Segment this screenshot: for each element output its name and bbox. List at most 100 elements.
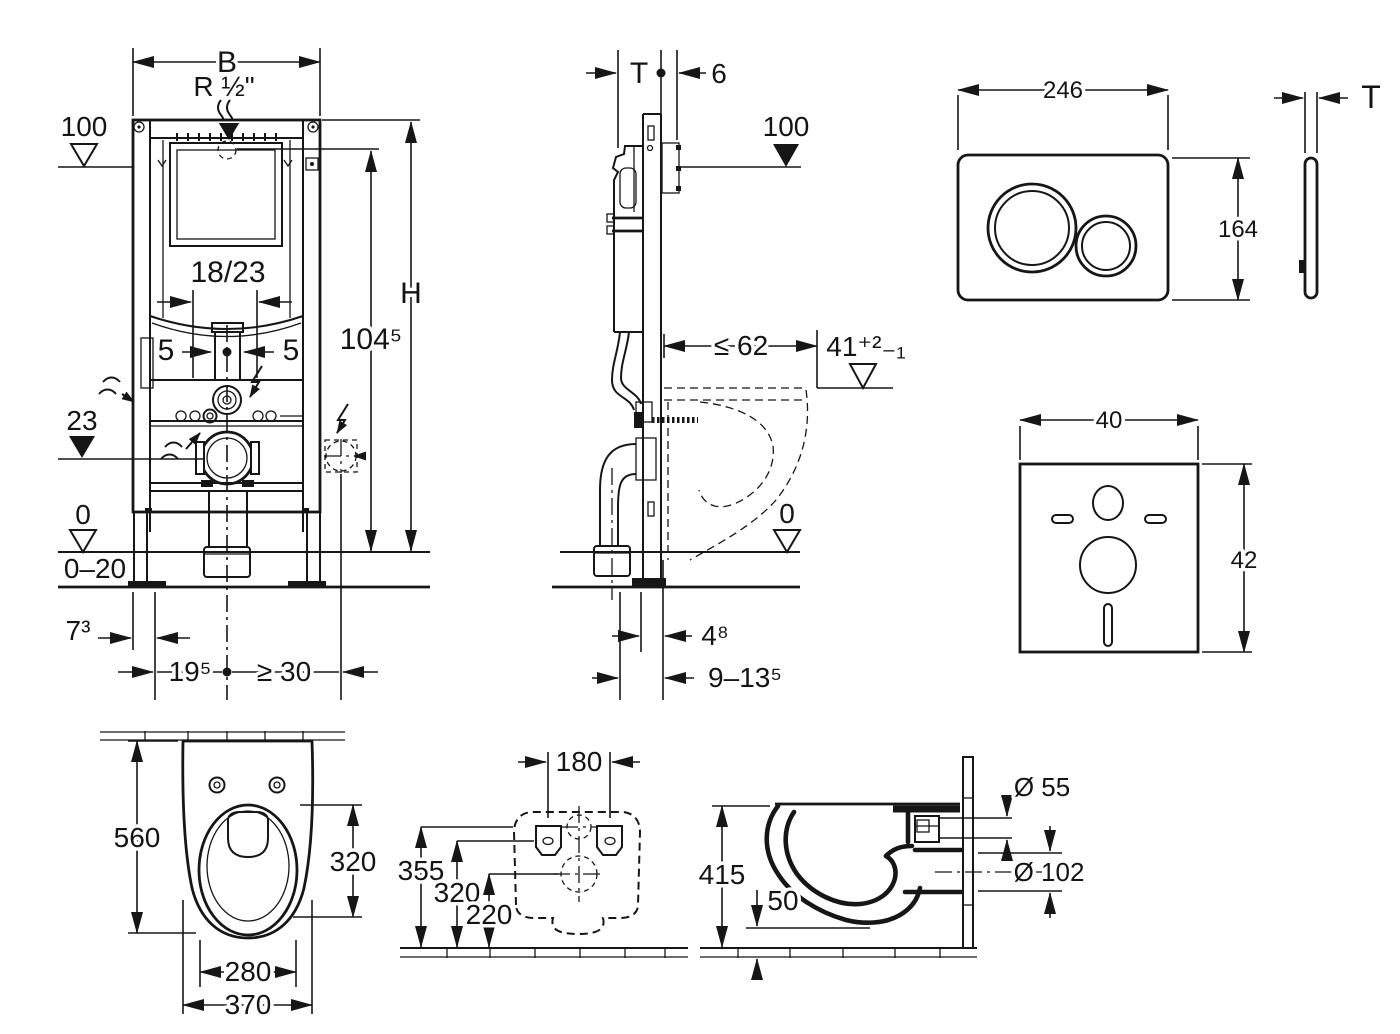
center-dot: [222, 347, 232, 357]
level-100-side: 100: [681, 108, 813, 168]
wall-template-view: 180 355 320 220: [394, 743, 688, 958]
wc-side-view: Ø 55 Ø 102 415 50: [695, 756, 1088, 980]
cistern-profile: [606, 145, 643, 333]
pad-slot-left: [1051, 514, 1074, 524]
dim-bowl-depth-top: 320: [293, 804, 380, 918]
pad-slot-bottom: [1103, 603, 1113, 647]
height-220-label: 220: [466, 899, 513, 930]
pad-hole-center: [1079, 536, 1137, 594]
frame-feet: [128, 508, 326, 587]
gap-48-label: 4⁸: [701, 620, 728, 651]
hole-spacing-label: 180: [556, 746, 603, 777]
gap-73-label: 7³: [66, 615, 91, 646]
dim-outlet-diameter: Ø 102: [935, 826, 1088, 918]
bowl-outer: [197, 803, 299, 937]
dim-wall-offsets: 4⁸ 9–13⁵: [592, 560, 785, 700]
wc-pan-cross-section: [764, 802, 964, 926]
seat-fixing-hole-left: [208, 776, 226, 794]
gap-6-label: 6: [711, 58, 727, 89]
dim-hole-spacing: 180: [518, 743, 640, 818]
height-320-label: 320: [434, 877, 481, 908]
clearance-50-label: 50: [767, 885, 798, 916]
dim-bowl-width: 280: [199, 940, 297, 991]
offset-5-right-label: 5: [283, 334, 300, 367]
seat-41-label: 41⁺²₋₁: [826, 331, 905, 362]
supply-thread-label: R ½": [193, 71, 254, 102]
offset-195-label: 19⁵: [169, 656, 212, 687]
sound-pad-body: [1018, 462, 1200, 654]
fixing-plate-right: [596, 825, 623, 856]
depth-T-label: T: [630, 57, 648, 90]
seat-fixing-hole-right: [268, 776, 286, 794]
level-triangle-open-icon: [69, 143, 99, 168]
dim-frame-width: B: [132, 43, 321, 116]
drain-trap-box: [203, 546, 251, 578]
water-supply-callout: R ½": [190, 68, 258, 144]
supply-connection-mark: [217, 140, 237, 160]
bowl-inner: [206, 810, 290, 922]
dim-bottom-offsets: 7³ 19⁵ ≥ 30: [62, 474, 378, 700]
level-triangle-open-icon: [772, 529, 802, 554]
plate-side-profile: T: [1274, 76, 1384, 300]
flush-plate-body: [956, 153, 1170, 302]
wc-pan-dashed-outline: [664, 387, 809, 561]
plate-depth-label: T: [1361, 79, 1381, 115]
dim-plate-width: 246: [957, 74, 1169, 150]
dim-underside-clearance: 50: [746, 882, 870, 980]
floor-range-label: 0–20: [64, 553, 126, 584]
frame-width-label: B: [217, 46, 237, 79]
dim-pad-width: 40: [1019, 404, 1199, 460]
frame-side-view: T 6 100: [552, 50, 909, 700]
max-62-label: ≤ 62: [714, 330, 768, 361]
level-0-side-label: 0: [779, 498, 795, 529]
pad-width-label: 40: [1096, 407, 1123, 434]
flush-pipe-side: [610, 331, 698, 481]
drain-bend-side: [593, 443, 637, 600]
sound-pad-view: 40 42: [1018, 404, 1261, 654]
plate-width-label: 246: [1043, 77, 1083, 104]
level-triangle-filled-icon: [773, 144, 799, 167]
level-100-label: 100: [61, 111, 108, 142]
dim-pan-height: 415: [695, 805, 770, 948]
level-triangle-filled-icon: [69, 436, 95, 458]
lightning-icon: [249, 365, 349, 434]
level-0-label: 0: [75, 499, 91, 530]
level-100-side-label: 100: [763, 111, 810, 142]
floor-levels: 0 0–20: [58, 496, 430, 589]
inlet-diameter-label: Ø 55: [1014, 772, 1070, 802]
fixing-plate-left: [535, 825, 562, 856]
flush-plate-view: 246 164 T: [956, 74, 1384, 302]
cistern-access-window: [169, 142, 283, 247]
level-23-label: 23: [66, 405, 97, 436]
offset-5-left-label: 5: [158, 334, 175, 367]
min-30-label: ≥ 30: [257, 656, 311, 687]
pan-depth-label: 560: [114, 822, 161, 853]
bowl-depth-label: 320: [330, 846, 377, 877]
dim-template-heights: 355 320 220: [394, 826, 559, 948]
dim-pan-depth: 560: [110, 740, 196, 934]
pad-slot-right: [1144, 514, 1167, 524]
sound-insulation-icon: [98, 376, 201, 460]
wall-band: [100, 731, 345, 741]
dim-inlet-diameter: Ø 55: [940, 769, 1074, 861]
electrical-box-optional: [324, 439, 366, 473]
rail-profile: [632, 113, 666, 586]
pan-width-label: 370: [225, 989, 272, 1020]
floor-band-template: [400, 947, 688, 958]
wall-panel: [962, 756, 974, 949]
level-23: 23: [58, 402, 204, 460]
outlet-diameter-label: Ø 102: [1014, 857, 1085, 887]
height-355-label: 355: [398, 855, 445, 886]
pan-back-outline-dashed: [512, 811, 642, 936]
pan-height-label: 415: [699, 859, 746, 890]
level-triangle-open-icon: [848, 363, 878, 391]
flush-button-small: [1074, 214, 1138, 278]
range-9135-label: 9–13⁵: [708, 662, 782, 693]
dim-pan-width: 370: [182, 900, 313, 1024]
dim-flush-pipe-range: 18/23: [157, 253, 292, 378]
wc-top-view: 560 320 280 370: [100, 731, 380, 1024]
inlet-socket: [914, 815, 940, 843]
finished-wall-section: [661, 142, 681, 194]
